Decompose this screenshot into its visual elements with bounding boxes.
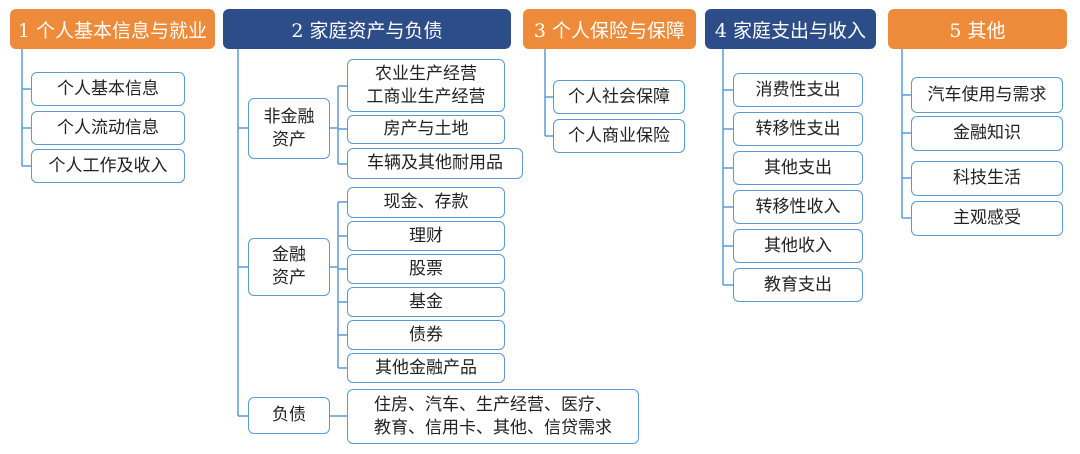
item-personal-basic-info: 个人基本信息: [31, 72, 185, 106]
item-wealth-management: 理财: [347, 221, 505, 251]
item-vehicles-durables: 车辆及其他耐用品: [347, 148, 523, 179]
item-personal-mobility-info: 个人流动信息: [31, 111, 185, 145]
item-transfer-income: 转移性收入: [733, 190, 863, 224]
item-education-expenditure: 教育支出: [733, 268, 863, 302]
item-funds: 基金: [347, 287, 505, 317]
item-cash-deposits: 现金、存款: [347, 187, 505, 218]
header-personal-info-employment: 1 个人基本信息与就业: [10, 9, 215, 49]
item-line: 住房、汽车、生产经营、医疗、: [374, 394, 612, 415]
item-commercial-insurance: 个人商业保险: [553, 119, 685, 153]
item-subjective-feelings: 主观感受: [911, 201, 1063, 236]
item-other-income: 其他收入: [733, 229, 863, 263]
item-other-financial-products: 其他金融产品: [347, 353, 505, 383]
header-household-assets-liabilities: 2 家庭资产与负债: [223, 9, 511, 49]
category-label-line: 资产: [272, 268, 306, 288]
item-line: 农业生产经营: [375, 63, 477, 84]
item-car-usage-demand: 汽车使用与需求: [911, 77, 1063, 113]
item-line: 教育、信用卡、其他、信贷需求: [374, 417, 612, 438]
category-liabilities: 负债: [248, 397, 330, 434]
item-other-expenditure: 其他支出: [733, 151, 863, 185]
item-agri-industrial-business: 农业生产经营 工商业生产经营: [347, 59, 505, 112]
item-social-security: 个人社会保障: [553, 80, 685, 114]
header-household-expense-income: 4 家庭支出与收入: [705, 9, 876, 49]
item-bonds: 债券: [347, 320, 505, 350]
item-stocks: 股票: [347, 254, 505, 284]
header-personal-insurance: 3 个人保险与保障: [523, 9, 696, 49]
item-financial-knowledge: 金融知识: [911, 116, 1063, 151]
item-tech-life: 科技生活: [911, 161, 1063, 196]
category-label-line: 非金融: [263, 106, 315, 127]
category-financial-assets: 金融 资产: [248, 238, 330, 296]
item-liabilities-detail: 住房、汽车、生产经营、医疗、 教育、信用卡、其他、信贷需求: [347, 389, 639, 444]
item-personal-work-income: 个人工作及收入: [31, 149, 185, 183]
category-label-line: 资产: [272, 129, 306, 150]
header-other: 5 其他: [888, 9, 1067, 49]
item-consumption-expenditure: 消费性支出: [733, 73, 863, 107]
category-label-line: 金融: [272, 245, 306, 265]
item-transfer-expenditure: 转移性支出: [733, 112, 863, 146]
item-line: 工商业生产经营: [366, 86, 486, 107]
category-non-financial-assets: 非金融 资产: [248, 98, 330, 159]
item-real-estate-land: 房产与土地: [347, 115, 505, 144]
